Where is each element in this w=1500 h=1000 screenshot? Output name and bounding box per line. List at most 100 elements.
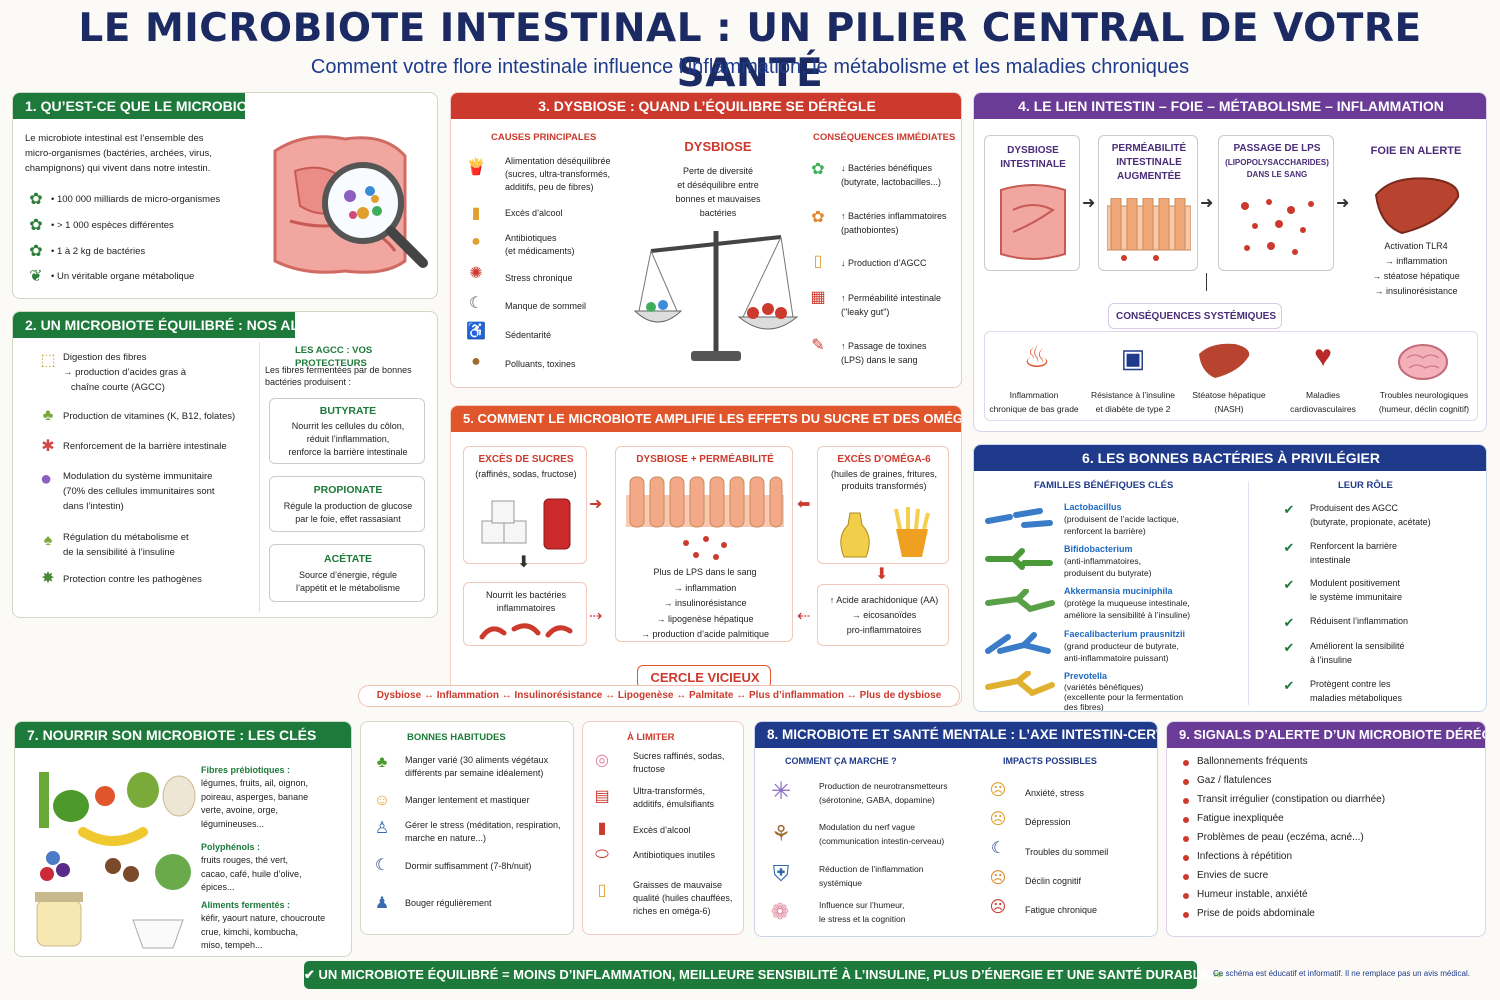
role-3: Modulent positivement le système immunit… [1310,578,1403,602]
agcc-butyrate-desc: Nourrit les cellules du côlon, réduit l’… [288,421,408,457]
limit-2: Ultra-transformés, additifs, émulsifiant… [633,786,715,809]
heart-icon: ♥ [1314,340,1332,373]
feed-box: Nourrit les bactéries inflammatoires [463,582,587,646]
flame-icon: ♨ [1023,341,1051,374]
section-9-title: 9. SIGNALS D’ALERTE D’UN MICROBIOTE DÉRÉ… [1167,722,1485,748]
s2-item-1: Digestion des fibres → production d’acid… [63,352,187,393]
vicious-title: CERCLE VICIEUX [650,670,760,685]
step-dysbiose-box: DYSBIOSE INTESTINALE [984,135,1080,271]
section-9-panel: 9. SIGNALS D’ALERTE D’UN MICROBIOTE DÉRÉ… [1166,721,1486,937]
check-circle-icon: ✔ [304,967,315,982]
oil-fries-icon [840,507,930,558]
confused-face-icon: ☹ [989,870,1007,887]
section-1-panel: 1. QU’EST-CE QUE LE MICROBIOTE ? Le micr… [12,92,438,299]
good-bacteria-icon: ✿ [811,161,825,178]
consequences-title: CONSÉQUENCES IMMÉDIATES [813,132,956,143]
s1-fact-4: • Un véritable organe métabolique [51,271,195,282]
bullet-icon [1183,912,1189,918]
check-icon: ✔ [1283,577,1295,592]
bullet-icon [1183,817,1189,823]
habit-2: Manger lentement et mastiquer [405,795,530,805]
family-5-desc: (variétés bénéfiques) (excellente pour l… [1064,682,1184,712]
sys-1: Inflammation chronique de bas grade [989,390,1079,414]
bifidobacterium-icon [985,548,1053,570]
agcc-butyrate-name: BUTYRATE [319,405,377,417]
cause-3: Antibiotiques (et médicaments) [505,233,575,256]
fermented-desc: kéfir, yaourt nature, choucroute crue, k… [201,913,326,950]
omega-sub: (huiles de graines, fritures, produits t… [830,469,938,491]
agcc-acetate-desc: Source d’énergie, régule l’appétit et le… [295,570,401,593]
impact-3: Troubles du sommeil [1025,847,1109,857]
bullet-icon [1183,760,1189,766]
pills-icon: ● [471,233,481,250]
bacteria-icon: ✿ [29,191,43,208]
family-5-name: Prevotella [1064,671,1108,681]
family-4-desc: (grand producteur de butyrate, anti-infl… [1064,641,1179,663]
family-3-name: Akkermansia muciniphila [1064,586,1173,596]
vicious-chain: Dysbiose ↔ Inflammation ↔ Insulinorésist… [358,685,960,707]
cons-4: ↑ Perméabilité intestinale ("leaky gut") [841,293,942,317]
limit-5: Graisses de mauvaise qualité (huiles cha… [633,880,733,916]
bullet-icon [1183,874,1189,880]
vitamin-icon: ♣ [42,407,54,424]
cause-2: Excès d’alcool [505,208,563,218]
faecalibacterium-icon [985,632,1051,654]
s1-fact-2: • > 1 000 espèces différentes [51,220,174,231]
check-icon: ✔ [1283,640,1295,655]
family-1-desc: (produisent de l’acide lactique, renforc… [1064,514,1179,536]
sugar-sub: (raffinés, sodas, fructose) [475,469,577,479]
cons-2: ↑ Bactéries inflammatoires (pathobiontes… [841,211,947,235]
prebiotic-desc: légumes, fruits, ail, oignon, poireau, a… [201,778,309,829]
impact-1: Anxiété, stress [1025,788,1085,798]
stress-icon: ✺ [469,265,483,282]
agcc-butyrate-box: BUTYRATE Nourrit les cellules du côlon, … [269,398,425,464]
prevotella-icon [985,671,1055,696]
habit-4: Dormir suffisamment (7-8h/nuit) [405,861,532,871]
habits-panel: BONNES HABITUDES ♣ Manger varié (30 alim… [360,721,574,935]
sys-3: Stéatose hépatique (NASH) [1192,390,1266,414]
agcc-acetate-name: ACÉTATE [323,553,373,565]
s2-item-2: Production de vitamines (K, B12, folates… [63,411,236,422]
toxin-icon: ● [471,353,481,370]
s2-item-3: Renforcement de la barrière intestinale [63,441,227,452]
cause-7: Polluants, toxines [505,359,576,369]
alert-item: Transit irrégulier (constipation ou diar… [1197,794,1386,805]
step-permeability-label: PERMÉABILITÉ INTESTINALE AUGMENTÉE [1111,143,1187,182]
arrow-right-icon: ➜ [1336,195,1350,212]
family-4-name: Faecalibacterium prausnitzii [1064,629,1186,639]
arrow-down-icon: ⬇ [875,566,889,583]
systemic-title-box: CONSÉQUENCES SYSTÉMIQUES [1108,303,1282,329]
check-icon: ✔ [1283,615,1295,630]
roles-title: LEUR RÔLE [1338,480,1393,491]
neuron-icon: ✳ [770,778,792,805]
step-lps-sub: (LIPOPOLYSACCHARIDES) DANS LE SANG [1225,158,1329,179]
impact-5: Fatigue chronique [1025,905,1098,915]
jar-icon: ⬚ [40,352,56,369]
cons-5: ↑ Passage de toxines (LPS) dans le sang [841,341,927,365]
section-6-panel: 6. LES BONNES BACTÉRIES À PRIVILÉGIER FA… [973,444,1487,712]
check-icon: ✔ [1283,540,1295,555]
dysbiose-title: DYSBIOSE [684,139,752,154]
habit-5: Bouger régulièrement [405,898,492,908]
syringe-icon: ✎ [811,337,825,354]
how-3: Réduction de l’inflammation systémique [819,864,924,888]
s1-fact-1: • 100 000 milliards de micro-organismes [51,194,221,205]
limit-3: Excès d’alcool [633,825,691,835]
aa-box: ↑ Acide arachidonique (AA) → eicosanoïde… [817,584,949,646]
s2-item-4: Modulation du système immunitaire (70% d… [63,471,215,512]
cause-4: Stress chronique [505,273,573,283]
causes-title: CAUSES PRINCIPALES [491,132,597,143]
systemic-title: CONSÉQUENCES SYSTÉMIQUES [1115,311,1277,322]
family-3-desc: (protège la muqueuse intestinale, amélio… [1064,598,1191,620]
section-5-title: 5. COMMENT LE MICROBIOTE AMPLIFIE LES EF… [451,406,961,432]
section-4-title: 4. LE LIEN INTESTIN – FOIE – MÉTABOLISME… [974,93,1486,119]
alert-item: Humeur instable, anxiété [1197,889,1308,900]
alert-item: Envies de sucre [1197,870,1269,881]
bacteria-icon: ✿ [29,217,43,234]
prebiotic-name: Fibres prébiotiques : [201,765,291,775]
page-title: LE MICROBIOTE INTESTINAL : UN PILIER CEN… [78,6,1422,96]
how-2: Modulation du nerf vague (communication … [819,822,945,846]
cause-6: Sédentarité [505,330,552,340]
section-6-title: 6. LES BONNES BACTÉRIES À PRIVILÉGIER [974,445,1486,471]
s2-item-6: Protection contre les pathogènes [63,574,202,585]
